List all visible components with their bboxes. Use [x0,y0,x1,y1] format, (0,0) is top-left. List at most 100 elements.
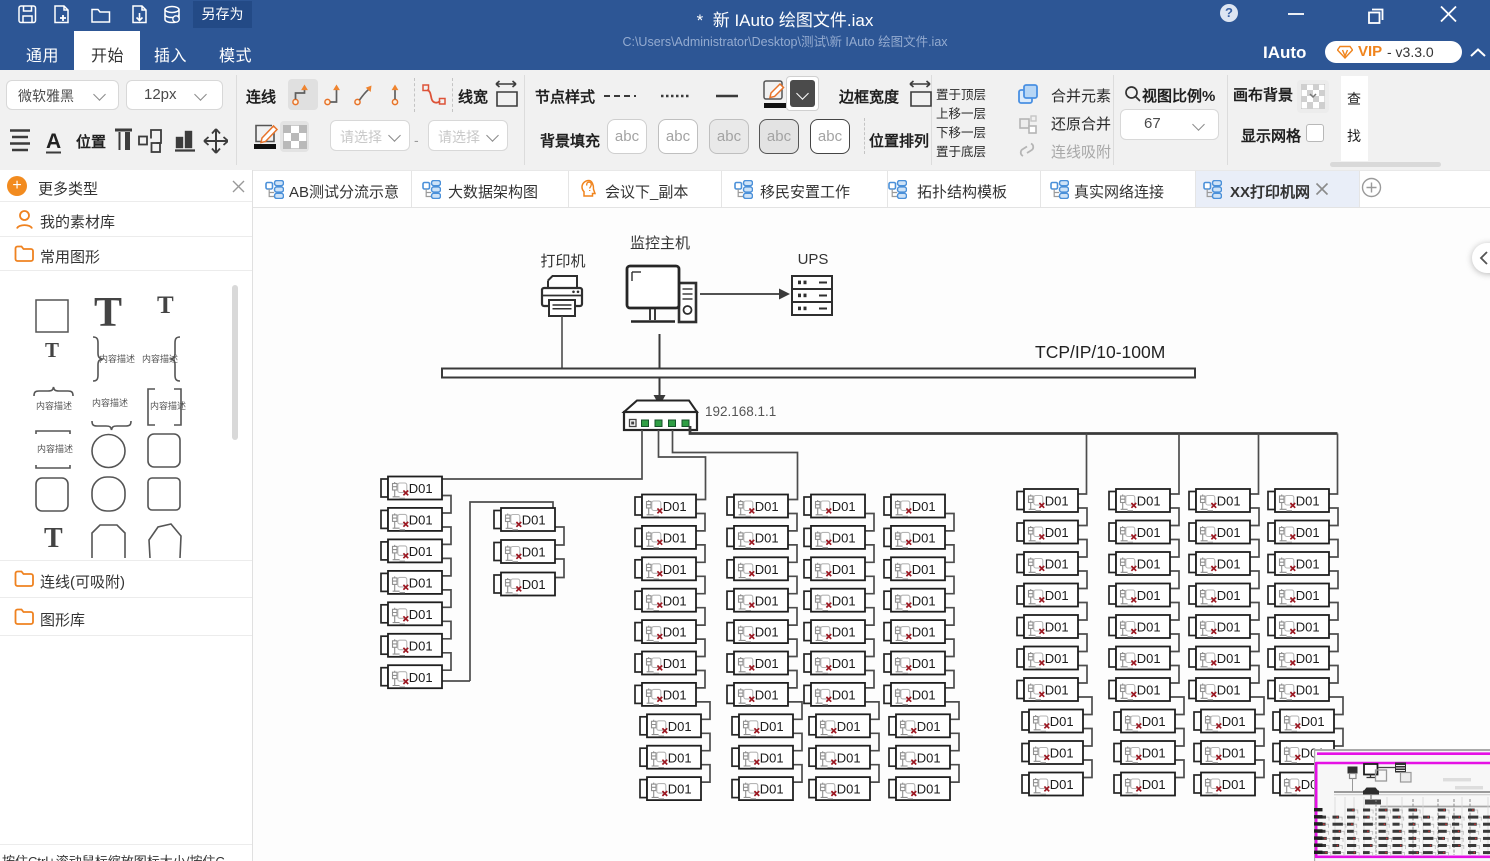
svg-text:内容描述: 内容描述 [142,353,178,364]
svg-text:D01: D01 [1137,557,1161,572]
svg-text:D01: D01 [522,545,546,560]
svg-text:内容描述: 内容描述 [92,397,128,408]
svg-text:D01: D01 [832,499,856,514]
svg-text:D01: D01 [1142,777,1166,792]
svg-text:D01: D01 [755,593,779,608]
svg-text:D01: D01 [1217,620,1241,635]
svg-text:D01: D01 [1296,620,1320,635]
svg-text:D01: D01 [1045,588,1069,603]
svg-text:D01: D01 [917,719,941,734]
svg-text:D01: D01 [837,750,861,765]
svg-text:D01: D01 [1217,588,1241,603]
svg-text:T: T [94,290,122,336]
svg-text:D01: D01 [832,593,856,608]
svg-text:监控主机: 监控主机 [630,235,690,252]
svg-text:D01: D01 [1050,714,1074,729]
svg-text:D01: D01 [1142,714,1166,729]
svg-text:D01: D01 [1045,620,1069,635]
svg-text:T: T [45,338,59,362]
svg-text:位置: 位置 [76,133,106,151]
svg-text:D01: D01 [1142,746,1166,761]
svg-text:D01: D01 [663,562,687,577]
svg-text:D01: D01 [1217,525,1241,540]
svg-text:D01: D01 [409,576,433,591]
svg-text:D01: D01 [1217,557,1241,572]
svg-text:D01: D01 [760,750,784,765]
svg-text:D01: D01 [1045,494,1069,509]
svg-text:D01: D01 [912,499,936,514]
svg-text:D01: D01 [912,531,936,546]
svg-text:D01: D01 [1137,620,1161,635]
svg-text:D01: D01 [663,593,687,608]
svg-text:D01: D01 [917,750,941,765]
svg-text:D01: D01 [1296,683,1320,698]
svg-text:D01: D01 [663,531,687,546]
svg-text:UPS: UPS [798,251,829,268]
svg-text:D01: D01 [1222,746,1246,761]
svg-text:D01: D01 [1137,588,1161,603]
svg-text:A: A [46,130,61,153]
svg-text:D01: D01 [837,782,861,797]
svg-text:D01: D01 [755,531,779,546]
svg-text:D01: D01 [1296,557,1320,572]
svg-text:内容描述: 内容描述 [37,443,73,454]
svg-text:D01: D01 [912,625,936,640]
svg-text:D01: D01 [522,577,546,592]
svg-text:D01: D01 [832,688,856,703]
svg-text:D01: D01 [663,499,687,514]
svg-text:D01: D01 [1301,714,1325,729]
svg-text:D01: D01 [668,750,692,765]
svg-text:D01: D01 [755,499,779,514]
svg-text:D01: D01 [912,656,936,671]
svg-text:D01: D01 [1050,746,1074,761]
svg-text:D01: D01 [1296,588,1320,603]
svg-text:D01: D01 [409,513,433,528]
svg-text:TCP/IP/10-100M: TCP/IP/10-100M [1035,342,1165,362]
svg-text:D01: D01 [837,719,861,734]
svg-text:D01: D01 [668,719,692,734]
svg-text:D01: D01 [1137,651,1161,666]
svg-text:D01: D01 [1045,651,1069,666]
svg-text:D01: D01 [755,656,779,671]
svg-text:内容描述: 内容描述 [36,400,72,411]
svg-text:D01: D01 [1217,683,1241,698]
svg-text:D01: D01 [832,625,856,640]
svg-text:D01: D01 [1222,777,1246,792]
svg-text:打印机: 打印机 [540,253,585,270]
svg-text:D01: D01 [755,625,779,640]
svg-text:T: T [44,523,63,554]
svg-text:D01: D01 [1045,557,1069,572]
svg-text:D01: D01 [755,562,779,577]
svg-text:D01: D01 [409,481,433,496]
svg-text:D01: D01 [1045,683,1069,698]
svg-text:D01: D01 [663,656,687,671]
svg-text:D01: D01 [1222,714,1246,729]
svg-text:D01: D01 [755,688,779,703]
svg-text:D01: D01 [1296,494,1320,509]
svg-text:D01: D01 [522,513,546,528]
svg-text:D01: D01 [409,544,433,559]
svg-text:D01: D01 [912,562,936,577]
svg-text:D01: D01 [1137,525,1161,540]
svg-text:D01: D01 [409,607,433,622]
svg-text:T: T [157,292,174,319]
svg-text:D01: D01 [663,688,687,703]
svg-text:D01: D01 [409,670,433,685]
svg-text:D01: D01 [912,688,936,703]
svg-text:D01: D01 [760,719,784,734]
svg-text:D01: D01 [409,638,433,653]
svg-text:D01: D01 [1045,525,1069,540]
svg-text:D01: D01 [1050,777,1074,792]
svg-text:D01: D01 [1217,651,1241,666]
svg-text:D01: D01 [663,625,687,640]
svg-text:D01: D01 [1217,494,1241,509]
svg-text:D01: D01 [832,656,856,671]
svg-text:D01: D01 [832,531,856,546]
svg-text:D01: D01 [1137,494,1161,509]
svg-text:D01: D01 [668,782,692,797]
svg-text:D01: D01 [1296,525,1320,540]
svg-text:192.168.1.1: 192.168.1.1 [705,404,776,419]
svg-text:D01: D01 [760,782,784,797]
svg-text:D01: D01 [832,562,856,577]
svg-text:D01: D01 [1137,683,1161,698]
